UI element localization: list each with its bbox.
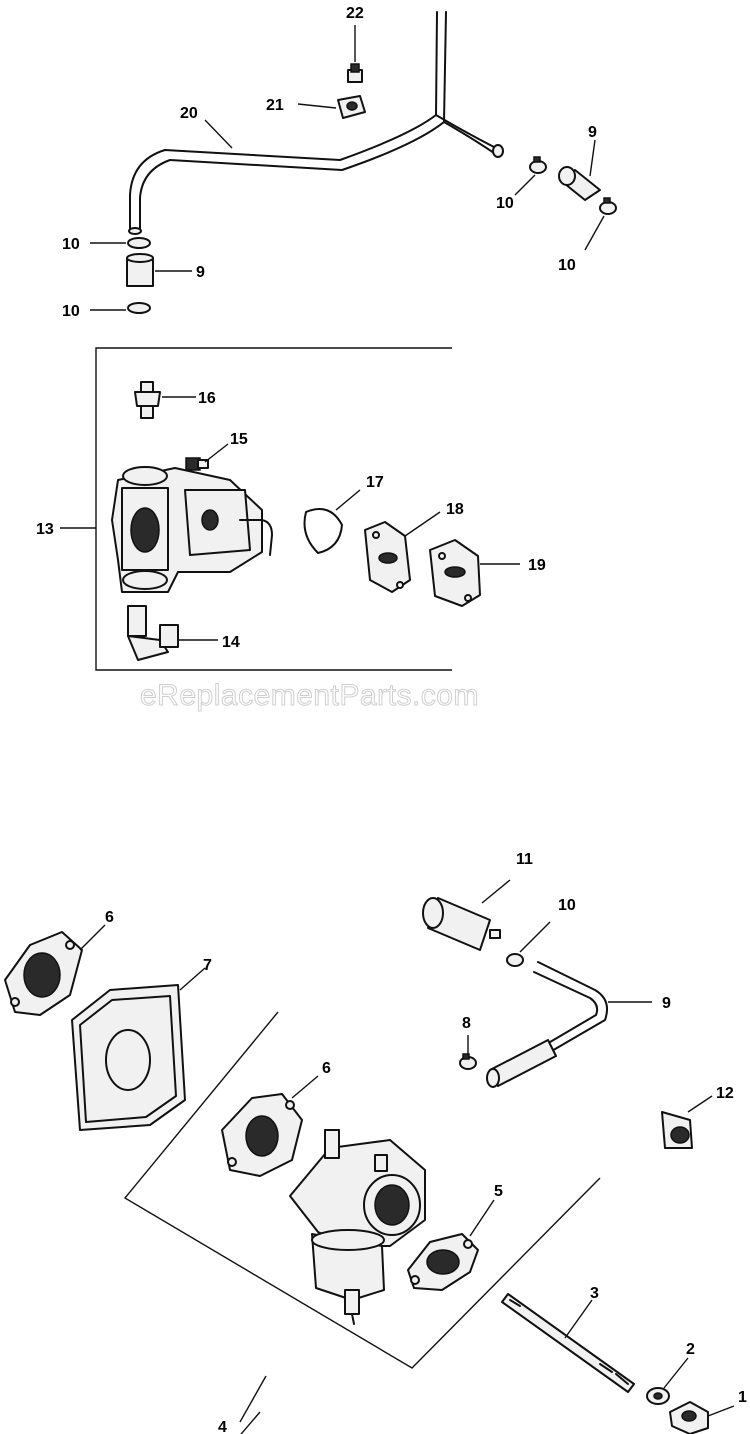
callout-11: 11 xyxy=(516,851,533,868)
part-2-washer xyxy=(646,1357,689,1405)
callout-2: 2 xyxy=(686,1341,695,1358)
part-10-clamp-lower xyxy=(506,921,551,967)
part-6-gasket-mid xyxy=(221,1075,319,1177)
carburetor-assembly-bracket xyxy=(123,1011,601,1434)
callout-21: 21 xyxy=(266,97,284,114)
fuel-pump-assembly-bracket xyxy=(60,347,452,671)
part-9-hose-top-right xyxy=(558,139,601,201)
callout-17: 17 xyxy=(366,474,384,491)
fuel-line-20 xyxy=(128,11,504,235)
part-17-gasket xyxy=(303,489,361,554)
part-16-fitting xyxy=(134,381,196,419)
part-10-clamp-top-right-a xyxy=(514,156,547,196)
callout-4: 4 xyxy=(218,1419,227,1434)
part-7-plate xyxy=(71,967,206,1131)
part-9-hose-left xyxy=(126,253,192,287)
callout-9-left: 9 xyxy=(196,264,205,281)
callout-19: 19 xyxy=(528,557,546,574)
part-12-clip xyxy=(661,1095,713,1149)
callout-16: 16 xyxy=(198,390,216,407)
callout-22: 22 xyxy=(346,5,364,22)
callout-10-top-right-b: 10 xyxy=(558,257,576,274)
callout-6-top: 6 xyxy=(105,909,114,926)
callout-7: 7 xyxy=(203,957,212,974)
part-18-gasket-plate xyxy=(364,511,441,593)
callout-6-mid: 6 xyxy=(322,1060,331,1077)
watermark: eReplacementParts.com xyxy=(140,679,479,712)
part-3-stud xyxy=(501,1293,635,1393)
callout-18: 18 xyxy=(446,501,464,518)
part-6-gasket-top xyxy=(4,924,106,1016)
fuel-pump-body xyxy=(111,466,273,593)
callout-15: 15 xyxy=(230,431,248,448)
part-15-screw xyxy=(185,443,229,471)
callout-9-top-right: 9 xyxy=(588,124,597,141)
callout-10-lower: 10 xyxy=(558,897,576,914)
part-10-clamp-top-right-b xyxy=(584,197,617,251)
carburetor xyxy=(289,1129,426,1325)
part-11-fuel-filter xyxy=(422,879,511,951)
callout-10-top-right-a: 10 xyxy=(496,195,514,212)
callout-13: 13 xyxy=(36,521,54,538)
callout-1: 1 xyxy=(738,1389,747,1406)
callout-10-left-a: 10 xyxy=(62,236,80,253)
part-9-hose-lower xyxy=(486,961,652,1088)
part-1-nut xyxy=(669,1401,735,1434)
callout-20: 20 xyxy=(180,105,198,122)
part-14-elbow-fitting xyxy=(127,605,218,661)
callout-5: 5 xyxy=(494,1183,503,1200)
part-10-clamp-left-a xyxy=(90,237,151,249)
part-22-screw xyxy=(347,25,363,83)
part-19-gasket-plate xyxy=(429,539,520,607)
callout-8: 8 xyxy=(462,1015,471,1032)
part-10-clamp-left-b xyxy=(90,302,151,314)
callout-10-left-b: 10 xyxy=(62,303,80,320)
part-8-clamp xyxy=(459,1035,477,1070)
part-21-clip xyxy=(297,95,366,119)
callout-12: 12 xyxy=(716,1085,734,1102)
part-5-gasket xyxy=(407,1199,495,1291)
callout-3: 3 xyxy=(590,1285,599,1302)
callout-9-lower: 9 xyxy=(662,995,671,1012)
callout-14: 14 xyxy=(222,634,240,651)
leader-20 xyxy=(204,119,233,149)
